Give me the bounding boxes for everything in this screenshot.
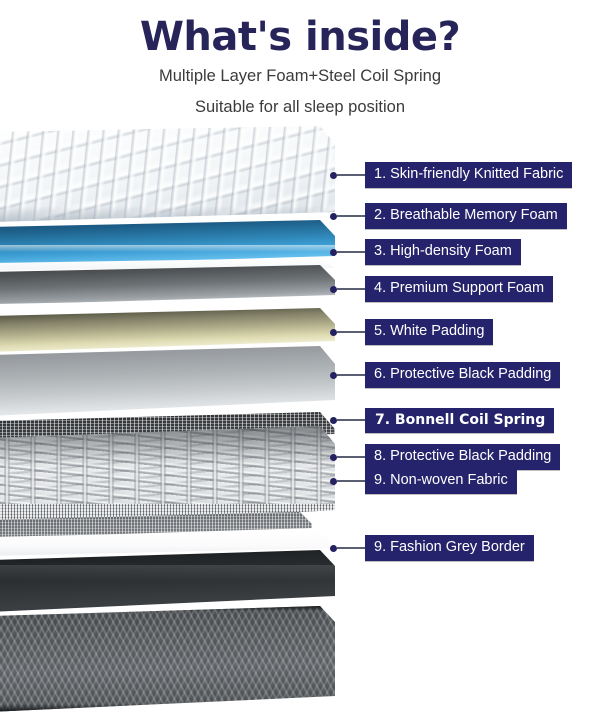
callout-8[interactable]: 8. Protective Black Padding — [330, 444, 561, 470]
subtitle-secondary: Suitable for all sleep position — [194, 98, 406, 116]
callout-10[interactable]: 9. Fashion Grey Border — [330, 535, 534, 561]
callout-leader-line — [337, 419, 365, 421]
callout-label-5[interactable]: 5. White Padding — [365, 319, 494, 345]
page-title: What's inside? — [139, 14, 461, 60]
callout-label-2[interactable]: 2. Breathable Memory Foam — [365, 203, 567, 229]
callout-label-1[interactable]: 1. Skin-friendly Knitted Fabric — [365, 162, 573, 188]
callout-dot-icon — [330, 371, 337, 379]
callout-6[interactable]: 6. Protective Black Padding — [330, 362, 561, 388]
callout-label-7[interactable]: 7. Bonnell Coil Spring — [365, 407, 555, 433]
callout-label-3[interactable]: 3. High-density Foam — [365, 239, 521, 265]
callout-label-9[interactable]: 9. Non-woven Fabric — [365, 468, 517, 494]
callout-1[interactable]: 1. Skin-friendly Knitted Fabric — [330, 162, 573, 188]
grey-border-bottom-seam — [0, 704, 335, 712]
callout-dot-icon — [330, 416, 337, 424]
callout-3[interactable]: 3. High-density Foam — [330, 239, 521, 265]
callout-dot-icon — [330, 171, 337, 179]
callout-5[interactable]: 5. White Padding — [330, 319, 494, 345]
callout-dot-icon — [330, 328, 337, 336]
callout-9[interactable]: 9. Non-woven Fabric — [330, 468, 517, 494]
callout-leader-line — [337, 374, 365, 376]
callout-label-10[interactable]: 9. Fashion Grey Border — [365, 535, 534, 561]
callout-label-8[interactable]: 8. Protective Black Padding — [365, 444, 561, 470]
callout-dot-icon — [330, 477, 337, 485]
callout-dot-icon — [330, 248, 337, 256]
callout-leader-line — [337, 331, 365, 333]
callout-2[interactable]: 2. Breathable Memory Foam — [330, 203, 567, 229]
callout-leader-line — [337, 215, 365, 217]
callout-leader-line — [337, 288, 365, 290]
subtitle-primary: Multiple Layer Foam+Steel Coil Spring — [158, 67, 441, 85]
callout-dot-icon — [330, 453, 337, 461]
callout-leader-line — [337, 547, 365, 549]
callout-dot-icon — [330, 285, 337, 293]
callout-label-6[interactable]: 6. Protective Black Padding — [365, 362, 561, 388]
callout-4[interactable]: 4. Premium Support Foam — [330, 276, 554, 302]
layer-skin-friendly-knitted-fabric — [0, 126, 335, 222]
callout-leader-line — [337, 480, 365, 482]
callout-leader-line — [337, 174, 365, 176]
callout-leader-line — [337, 456, 365, 458]
callout-7[interactable]: 7. Bonnell Coil Spring — [330, 407, 555, 433]
callout-leader-line — [337, 251, 365, 253]
callout-dot-icon — [330, 544, 337, 552]
black-band-gloss — [0, 564, 335, 581]
header: What's inside? Multiple Layer Foam+Steel… — [0, 0, 600, 117]
callout-label-4[interactable]: 4. Premium Support Foam — [365, 276, 554, 302]
callout-label-group: 1. Skin-friendly Knitted Fabric 2. Breat… — [330, 162, 573, 561]
memory-foam-highlight — [0, 245, 335, 253]
layer-fashion-grey-border — [0, 606, 335, 712]
callout-dot-icon — [330, 212, 337, 220]
